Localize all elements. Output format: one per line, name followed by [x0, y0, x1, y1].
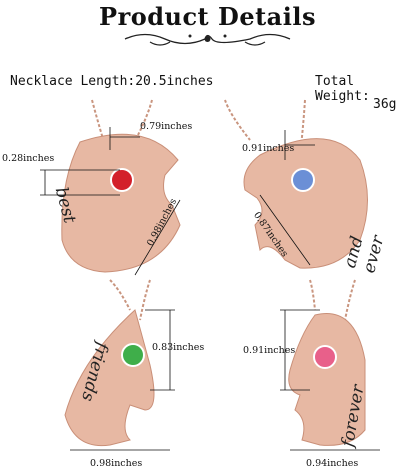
ornament-divider-icon — [124, 33, 291, 46]
pendant-friends — [64, 279, 175, 451]
forever-width-label: 0.94inches — [306, 458, 359, 469]
friends-height-label: 0.83inches — [152, 342, 205, 353]
necklace-length-text: Necklace Length:20.5inches — [10, 74, 214, 89]
page-title: Product Details — [99, 2, 316, 31]
total-weight-label: Total Weight: — [315, 74, 370, 104]
green-gem-icon — [121, 343, 145, 367]
best-height-label: 0.28inches — [2, 153, 55, 164]
friends-width-label: 0.98inches — [90, 458, 143, 469]
forever-height-label: 0.91inches — [243, 345, 296, 356]
blue-gem-icon — [291, 168, 315, 192]
best-width-label: 0.79inches — [140, 121, 193, 132]
pink-gem-icon — [313, 345, 337, 369]
pendant-best — [40, 99, 181, 276]
red-gem-icon — [110, 168, 134, 192]
total-weight-value: 36g — [373, 97, 397, 112]
and-ever-width-label: 0.91inches — [242, 143, 295, 154]
pendant-forever — [280, 279, 380, 451]
pendant-and-ever — [224, 99, 368, 269]
